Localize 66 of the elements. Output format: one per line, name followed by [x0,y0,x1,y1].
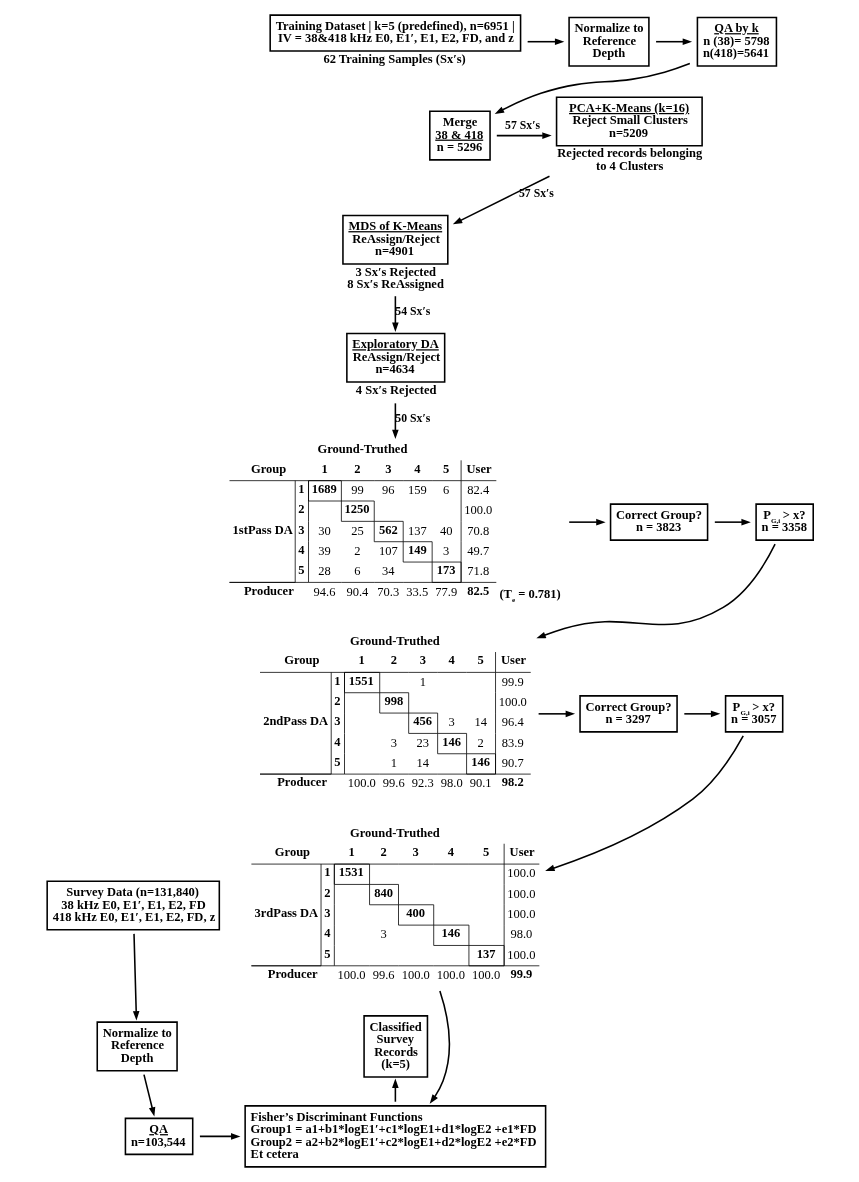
node-label: 98.0 [440,776,463,791]
node-label: Producer [276,775,327,790]
arrow [567,518,606,526]
node-label: Ground-Truthed [349,633,440,648]
node-box: P$_{G,i}$ > x? n = 3358 [754,503,814,541]
node-label: 99.6 [372,967,395,982]
node-box: Correct Group? n = 3297 [578,695,678,733]
arrow [526,38,564,45]
node-box: Classified Survey Records (k=5) [362,1015,428,1078]
node-label: 98.2 [501,775,524,790]
node-box: Fisher’s Discriminant Functions Group1 = a1+b1*logE1′+c1*logE1+d1*logE2 +e1*FD Group2 = a2+b2*logE1′+c2*logE1+d2*logE2 +e2*FD Et cetera [243,1105,546,1168]
node-label: 99.9 [509,967,532,982]
node-label: 100.0 [336,967,366,982]
arrow [142,1073,155,1117]
edge-label: 54 Sx′s [394,304,430,318]
arrow [537,710,575,718]
edge-label: 57 Sx′s [504,118,540,132]
arrow [535,543,776,639]
node-label: 33.5 [405,584,428,599]
arrow [429,990,450,1104]
node-label: 100.0 [401,967,430,982]
arrow [494,62,691,114]
arrow [452,175,550,225]
arrow [391,402,399,440]
node-label: 62 Training Samples (Sx′s) [322,51,466,66]
node-label: 100.0 [471,967,500,982]
node-box: Merge 38 & 418 n = 5296 [428,110,491,161]
node-box: Training Dataset | k=5 (predefined), n=6951 | IV = 38&418 kHz E0, E1′, E1, E2, FD, and z [268,14,521,52]
node-box: Normalize to Reference Depth [95,1021,178,1072]
node-label: 77.9 [434,584,457,599]
node-box: PCA+K-Means (k=16) Reject Small Clusters n=5209 [555,96,703,147]
node-box: QA n=103,544 [124,1117,193,1156]
node-box: P$_{G,i}$ > x? n = 3057 [724,695,783,733]
node-label: Ground-Truthed [317,442,407,457]
node-label: 70.3 [376,584,399,599]
node-label: 90.1 [469,776,492,791]
node-box: Survey Data (n=131,840) 38 kHz E0, E1′, E1, E2, FD 418 kHz E0, E1′, E1, E2, FD, z [45,880,220,931]
arrow [544,735,744,872]
arrow [391,295,399,332]
node-label: (T$_{e}$ = 0.781) [498,586,561,604]
arrow [132,933,139,1021]
node-box: MDS of K-Means ReAssign/Reject n=4901 [341,214,449,265]
arrow [713,518,751,526]
arrow [654,38,692,45]
node-label: 90.4 [345,584,368,599]
node-label: Rejected records belonging to 4 Clusters [556,146,702,173]
arrow [683,710,720,718]
node-label: 3 Sx′s Rejected [354,264,436,279]
node-label: 99.6 [382,776,405,791]
node-box: Exploratory DA ReAssign/Reject n=4634 [345,332,445,383]
node-label: Producer [243,583,294,598]
node-box: Correct Group? n = 3823 [609,503,708,541]
node-label: 82.5 [466,583,489,598]
arrow [198,1133,240,1140]
node-label: 92.3 [411,776,434,791]
node-box: QA by k n (38)= 5798 n(418)=5641 [696,16,777,67]
node-label: 8 Sx′s ReAssigned [346,277,444,292]
node-label: 4 Sx′s Rejected [355,382,436,397]
arrow [495,132,552,139]
node-label: 100.0 [347,776,376,791]
node-label: Ground-Truthed [349,825,440,840]
node-label: 100.0 [436,967,465,982]
node-box: Normalize to Reference Depth [567,16,650,67]
edge-label: 50 Sx′s [394,411,430,425]
node-label: Producer [267,967,318,982]
node-label: 94.6 [313,584,335,599]
